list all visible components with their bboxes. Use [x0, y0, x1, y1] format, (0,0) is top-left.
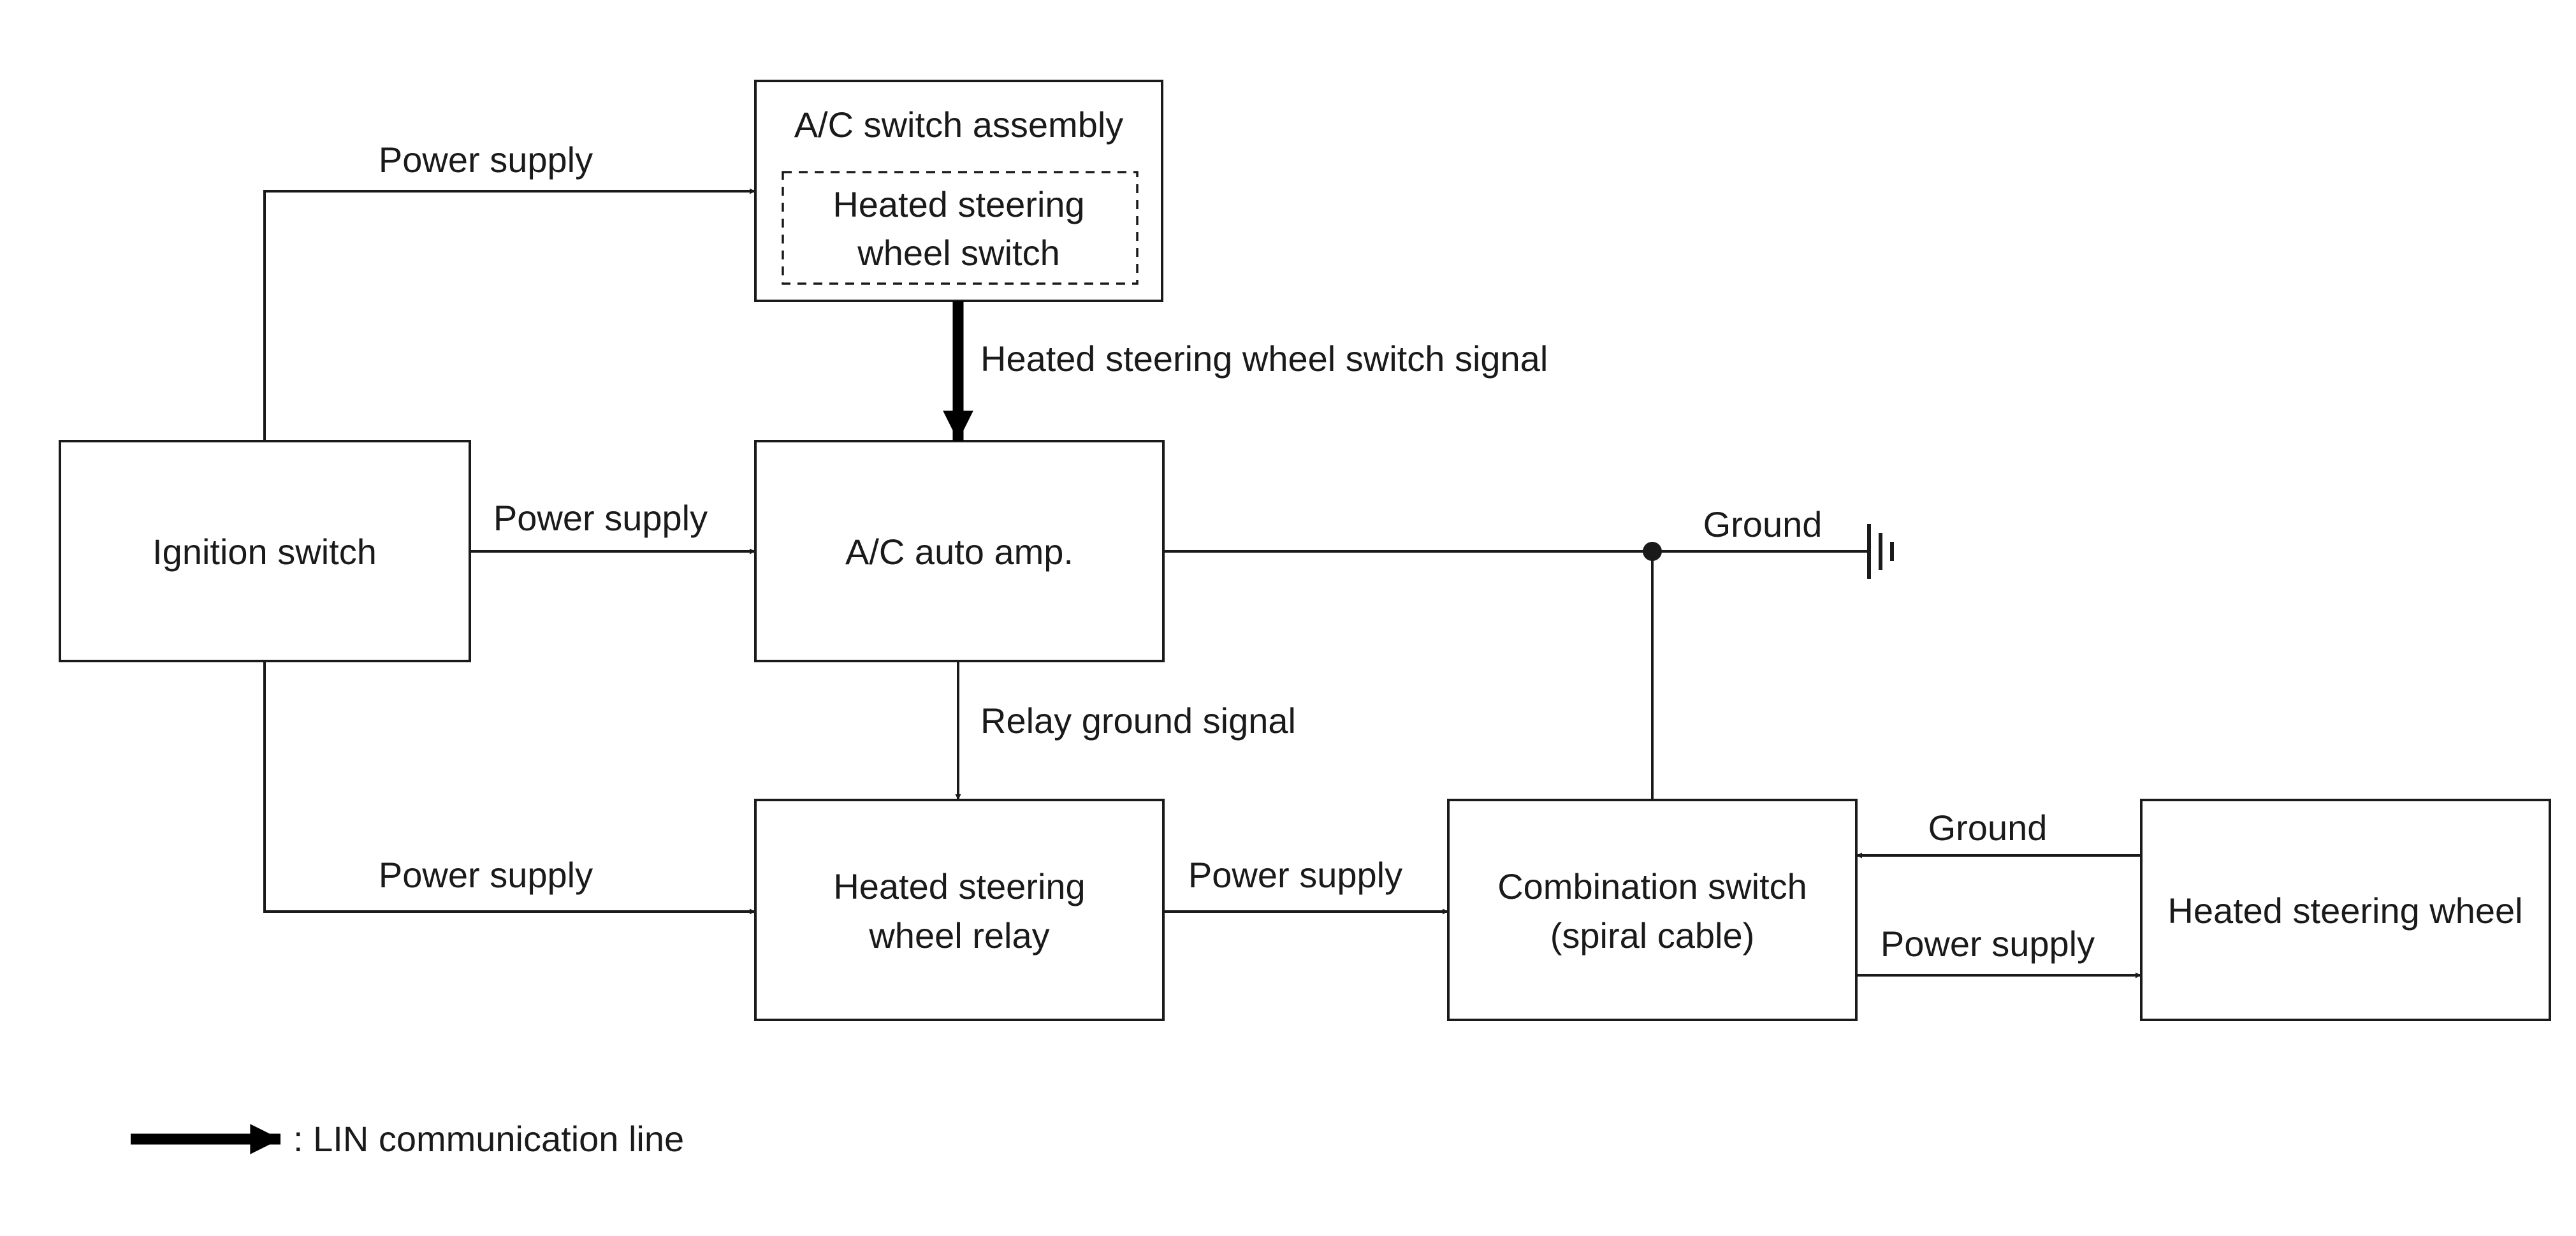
ac-auto-amp-label: A/C auto amp. — [845, 532, 1073, 572]
relay-ground-signal-label: Relay ground signal — [980, 701, 1296, 741]
heated-steering-wheel-relay-block: Heated steering wheel relay — [754, 799, 1165, 1021]
ignition-switch-block: Ignition switch — [59, 440, 471, 662]
lin-switch-signal-line: Heated steering wheel switch signal — [943, 301, 1548, 441]
heated-steering-wheel-switch: Heated steering wheel switch — [782, 171, 1139, 285]
relay-ground-signal-line: Relay ground signal — [955, 661, 1296, 800]
power-supply-label-relay: Power supply — [1188, 855, 1402, 895]
power-supply-to-ac-amp: Power supply — [470, 498, 755, 555]
heated-steering-wheel-block: Heated steering wheel — [2140, 799, 2551, 1021]
combination-switch-block: Combination switch (spiral cable) — [1447, 799, 1858, 1021]
ground-label-wheel: Ground — [1928, 808, 2048, 848]
power-supply-label-wheel: Power supply — [1881, 924, 2095, 964]
power-supply-to-ac-switch: Power supply — [263, 140, 755, 441]
ac-switch-assembly-label: A/C switch assembly — [794, 105, 1124, 145]
heated-steering-wheel-label: Heated steering wheel — [2167, 891, 2522, 931]
power-supply-label-mid: Power supply — [493, 498, 708, 538]
ground-line: Ground — [1163, 504, 1894, 800]
switch-signal-label: Heated steering wheel switch signal — [980, 338, 1548, 379]
heated-switch-label-line1: Heated steering — [833, 184, 1084, 224]
legend-lin-label: : LIN communication line — [293, 1119, 684, 1159]
legend: : LIN communication line — [131, 1119, 684, 1159]
power-supply-label-bottom: Power supply — [379, 855, 593, 895]
heated-switch-label-line2: wheel switch — [857, 233, 1059, 273]
ac-switch-assembly-block: A/C switch assembly Heated steering whee… — [754, 80, 1163, 302]
power-supply-label-top: Power supply — [379, 140, 593, 180]
ignition-switch-label: Ignition switch — [152, 532, 377, 572]
junction-dot — [1643, 542, 1662, 561]
relay-label-line2: wheel relay — [868, 915, 1049, 956]
power-supply-relay-to-combination: Power supply — [1163, 855, 1448, 915]
ground-symbol-icon — [1867, 524, 1894, 579]
combination-switch-label-line1: Combination switch — [1497, 866, 1807, 906]
ground-label-top: Ground — [1703, 504, 1823, 544]
power-supply-to-relay: Power supply — [263, 661, 755, 915]
ac-auto-amp-block: A/C auto amp. — [754, 440, 1165, 662]
power-supply-combination-to-wheel: Power supply — [1856, 924, 2141, 978]
ground-wheel-to-combination: Ground — [1856, 808, 2141, 859]
combination-switch-label-line2: (spiral cable) — [1550, 915, 1755, 956]
relay-label-line1: Heated steering — [833, 866, 1085, 906]
